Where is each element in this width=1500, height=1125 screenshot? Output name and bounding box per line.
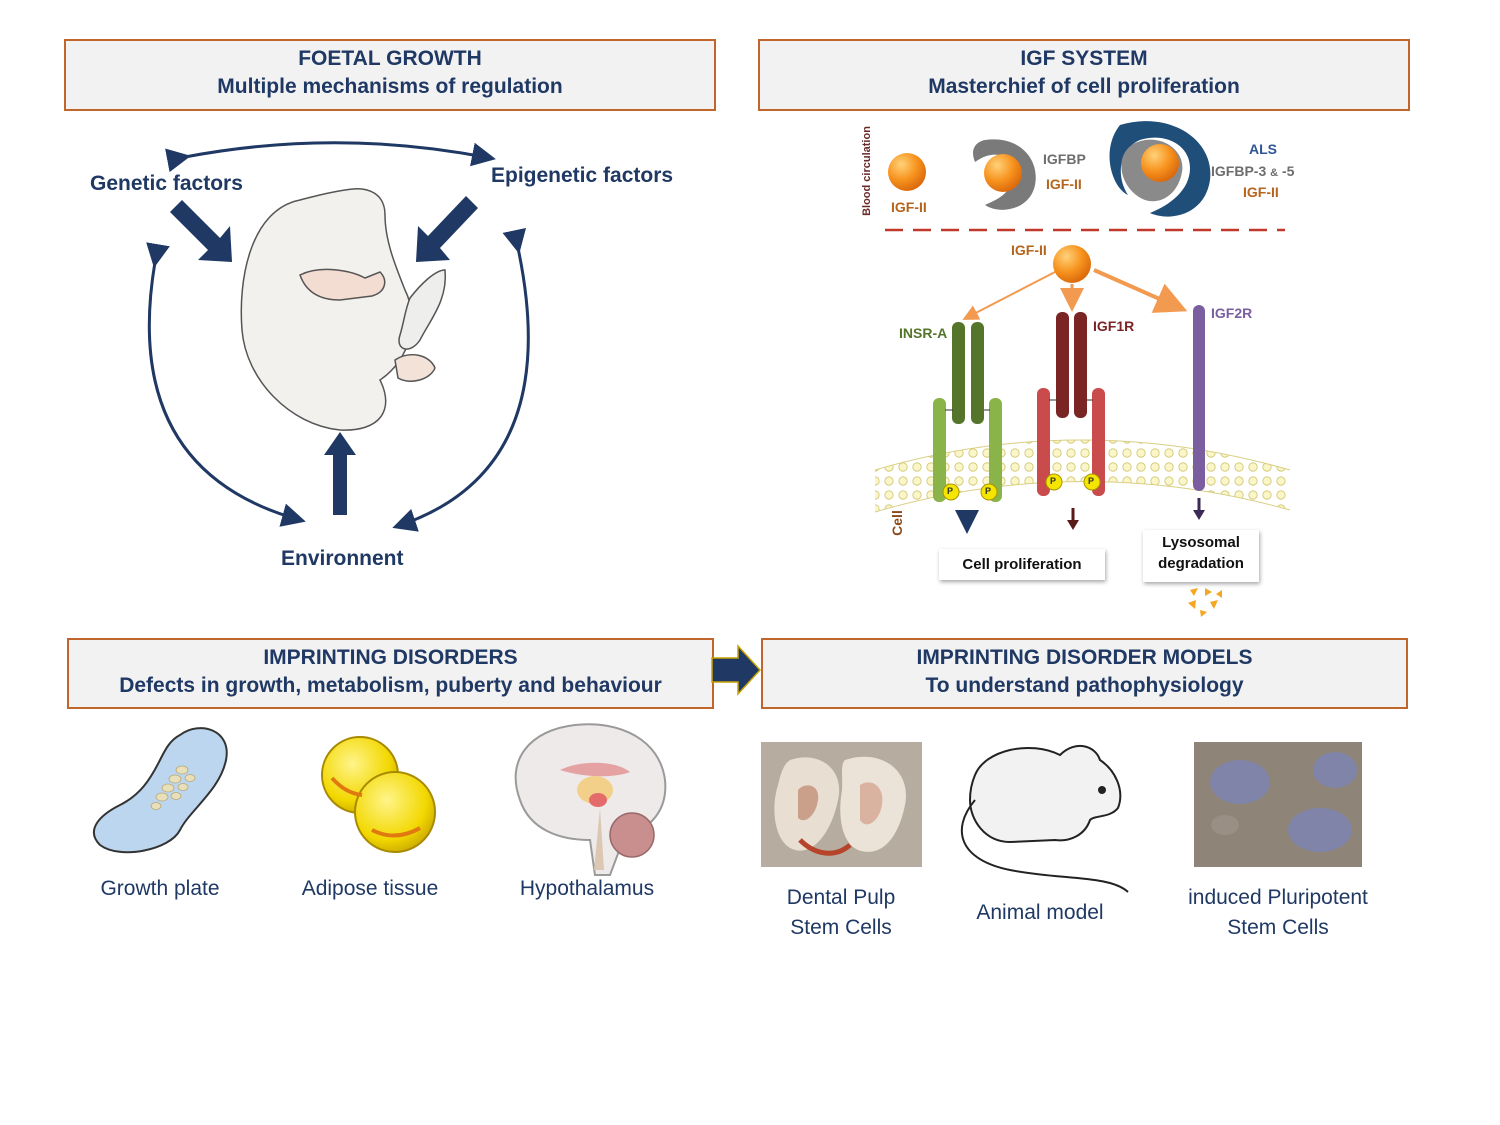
insr-a-receptor <box>933 322 1002 502</box>
foetal-growth-panel: FOETAL GROWTH Multiple mechanisms of reg… <box>64 39 716 111</box>
adipose-tissue-caption: Adipose tissue <box>301 877 439 900</box>
igfbp-label: IGFBP <box>1043 151 1086 167</box>
brain-illustration <box>514 723 667 876</box>
imprinting-disorders-panel: IMPRINTING DISORDERS Defects in growth, … <box>67 638 714 709</box>
igfbp-complex <box>973 139 1036 210</box>
cell-membrane <box>874 439 1291 513</box>
lysosomal-degradation-box: Lysosomal degradation <box>1143 530 1259 582</box>
als-complex <box>1109 121 1211 217</box>
phospho-label: P <box>1088 476 1095 486</box>
panel-subtitle: Multiple mechanisms of regulation <box>217 75 563 98</box>
adipose-illustration <box>321 736 436 853</box>
igf-system-panel: IGF SYSTEM Masterchief of cell prolifera… <box>758 39 1410 111</box>
ipsc-line2: Stem Cells <box>1227 916 1329 939</box>
ipsc-caption: induced Pluripotent Stem Cells <box>1160 883 1396 943</box>
animal-model-caption: Animal model <box>976 901 1104 924</box>
factor-block-arrows <box>170 196 478 515</box>
blood-circulation-label: Blood circulation <box>860 126 873 216</box>
foetal-cycle-arrows <box>146 141 530 532</box>
epigenetic-factors-label: Epigenetic factors <box>491 164 674 187</box>
phospho-label: P <box>985 486 992 496</box>
panel-title: IGF SYSTEM <box>1020 47 1148 70</box>
environment-label: Environnent <box>281 547 404 570</box>
ipsc-line1: induced Pluripotent <box>1188 886 1368 909</box>
panel-subtitle: To understand pathophysiology <box>925 674 1244 697</box>
degradation-fragments <box>1188 588 1222 617</box>
igfbp35-label: IGFBP-3 & -5 <box>1211 163 1294 179</box>
imprinting-models-panel: IMPRINTING DISORDER MODELS To understand… <box>761 638 1408 709</box>
panel-title: IMPRINTING DISORDERS <box>263 646 518 669</box>
phospho-label: P <box>1050 476 1057 486</box>
igf1r-receptor <box>1037 312 1105 496</box>
minus5-text: -5 <box>1281 163 1295 179</box>
insr-a-label: INSR-A <box>899 325 948 341</box>
disorders-to-models-arrow <box>711 644 762 696</box>
igf2r-receptor <box>1193 305 1205 491</box>
panel-subtitle: Masterchief of cell proliferation <box>928 75 1240 98</box>
hypothalamus-caption: Hypothalamus <box>519 877 655 900</box>
cell-label: Cell <box>888 510 905 536</box>
growth-plate-caption: Growth plate <box>100 877 220 900</box>
cell-proliferation-text: Cell proliferation <box>962 556 1082 573</box>
als-label: ALS <box>1249 141 1277 157</box>
panel-title: IMPRINTING DISORDER MODELS <box>916 646 1253 669</box>
genetic-factors-label: Genetic factors <box>90 172 243 195</box>
growth-plate-illustration <box>93 727 228 854</box>
free-igf2-label: IGF-II <box>891 199 927 215</box>
lysosomal-text: Lysosomal <box>1162 534 1240 551</box>
igf2-ligand <box>1053 245 1091 283</box>
free-igf2 <box>888 153 926 191</box>
phospho-label: P <box>947 486 954 496</box>
dental-pulp-line2: Stem Cells <box>790 916 892 939</box>
panel-title: FOETAL GROWTH <box>298 47 482 70</box>
phosphate-dots <box>942 473 1101 501</box>
cell-proliferation-box: Cell proliferation <box>939 549 1105 580</box>
foetus-illustration <box>240 188 447 431</box>
igf2r-label: IGF2R <box>1211 305 1253 321</box>
ligand-igf2-label: IGF-II <box>1011 242 1047 258</box>
dental-pulp-caption: Dental Pulp Stem Cells <box>750 883 932 943</box>
dental-pulp-photo <box>761 742 922 867</box>
mouse-illustration <box>960 745 1129 893</box>
signal-arrows <box>955 498 1205 534</box>
ipsc-photo <box>1194 742 1362 867</box>
dental-pulp-line1: Dental Pulp <box>786 886 896 909</box>
igf1r-label: IGF1R <box>1093 318 1135 334</box>
panel-subtitle: Defects in growth, metabolism, puberty a… <box>119 674 662 697</box>
als-igf2-label: IGF-II <box>1243 184 1279 200</box>
degradation-text: degradation <box>1158 555 1244 572</box>
ampersand-text: & <box>1270 167 1279 179</box>
igf2-binding-arrows <box>962 268 1188 320</box>
igfbp-igf2-label: IGF-II <box>1046 176 1082 192</box>
igfbp3-text: IGFBP-3 <box>1211 163 1267 179</box>
